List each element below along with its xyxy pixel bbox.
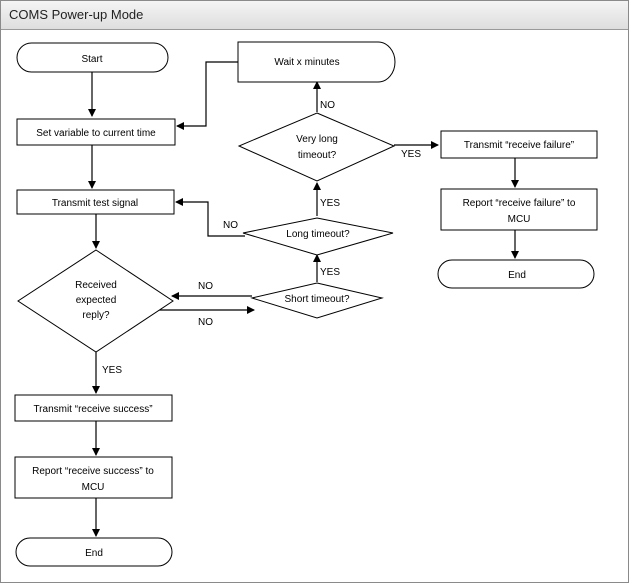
no-from-short-label: NO (198, 317, 213, 328)
wait-label: Wait x minutes (274, 57, 339, 68)
yes-very-long-label: YES (401, 149, 421, 160)
connectors (88, 61, 519, 537)
no-long-label: NO (223, 220, 238, 231)
yes-long-label: YES (320, 198, 340, 209)
wait-box (237, 41, 396, 83)
received-label-line-3: reply? (82, 310, 110, 321)
transmit-success-box (14, 394, 173, 422)
long-timeout-label: Long timeout? (286, 229, 350, 240)
title-bar: COMS Power-up Mode (1, 1, 628, 30)
transmit-test-box (16, 189, 175, 215)
diagram-title: COMS Power-up Mode (9, 7, 144, 22)
received-label-line-2: expected (76, 295, 117, 306)
yes-short-label: YES (320, 267, 340, 278)
very-long-line-1: Very long (296, 134, 338, 145)
short-timeout-label: Short timeout? (284, 294, 349, 305)
end-left-terminal (15, 537, 173, 567)
received-label-line-1: Received (75, 280, 117, 291)
yes-success-label: YES (102, 365, 122, 376)
transmit-success-label: Transmit “receive success” (33, 404, 152, 415)
transmit-failure-label: Transmit “receive failure” (464, 140, 574, 151)
start-label: Start (81, 54, 102, 65)
end-right-label: End (508, 270, 526, 281)
start-terminal (16, 42, 169, 73)
report-success-line-2: MCU (82, 482, 105, 493)
set-variable-label: Set variable to current time (36, 128, 156, 139)
report-failure-line-2: MCU (508, 214, 531, 225)
edge-wait-to-set (176, 61, 238, 130)
report-failure-box (440, 188, 598, 231)
no-very-long-label: NO (320, 100, 335, 111)
short-timeout-decision (250, 282, 384, 319)
transmit-failure-box (440, 130, 598, 159)
report-success-box (14, 456, 173, 499)
long-timeout-decision (242, 217, 394, 256)
report-failure-line-1: Report “receive failure” to (463, 198, 576, 209)
very-long-timeout-decision (237, 112, 396, 182)
received-reply-decision (17, 249, 174, 353)
report-success-line-1: Report “receive success” to (32, 466, 154, 477)
end-right-terminal (437, 259, 595, 289)
end-left-label: End (85, 548, 103, 559)
very-long-line-2: timeout? (298, 150, 337, 161)
transmit-test-label: Transmit test signal (52, 198, 138, 209)
edge-long-no-to-transmit (175, 198, 245, 237)
no-to-short-label: NO (198, 281, 213, 292)
set-variable-box (16, 118, 176, 146)
